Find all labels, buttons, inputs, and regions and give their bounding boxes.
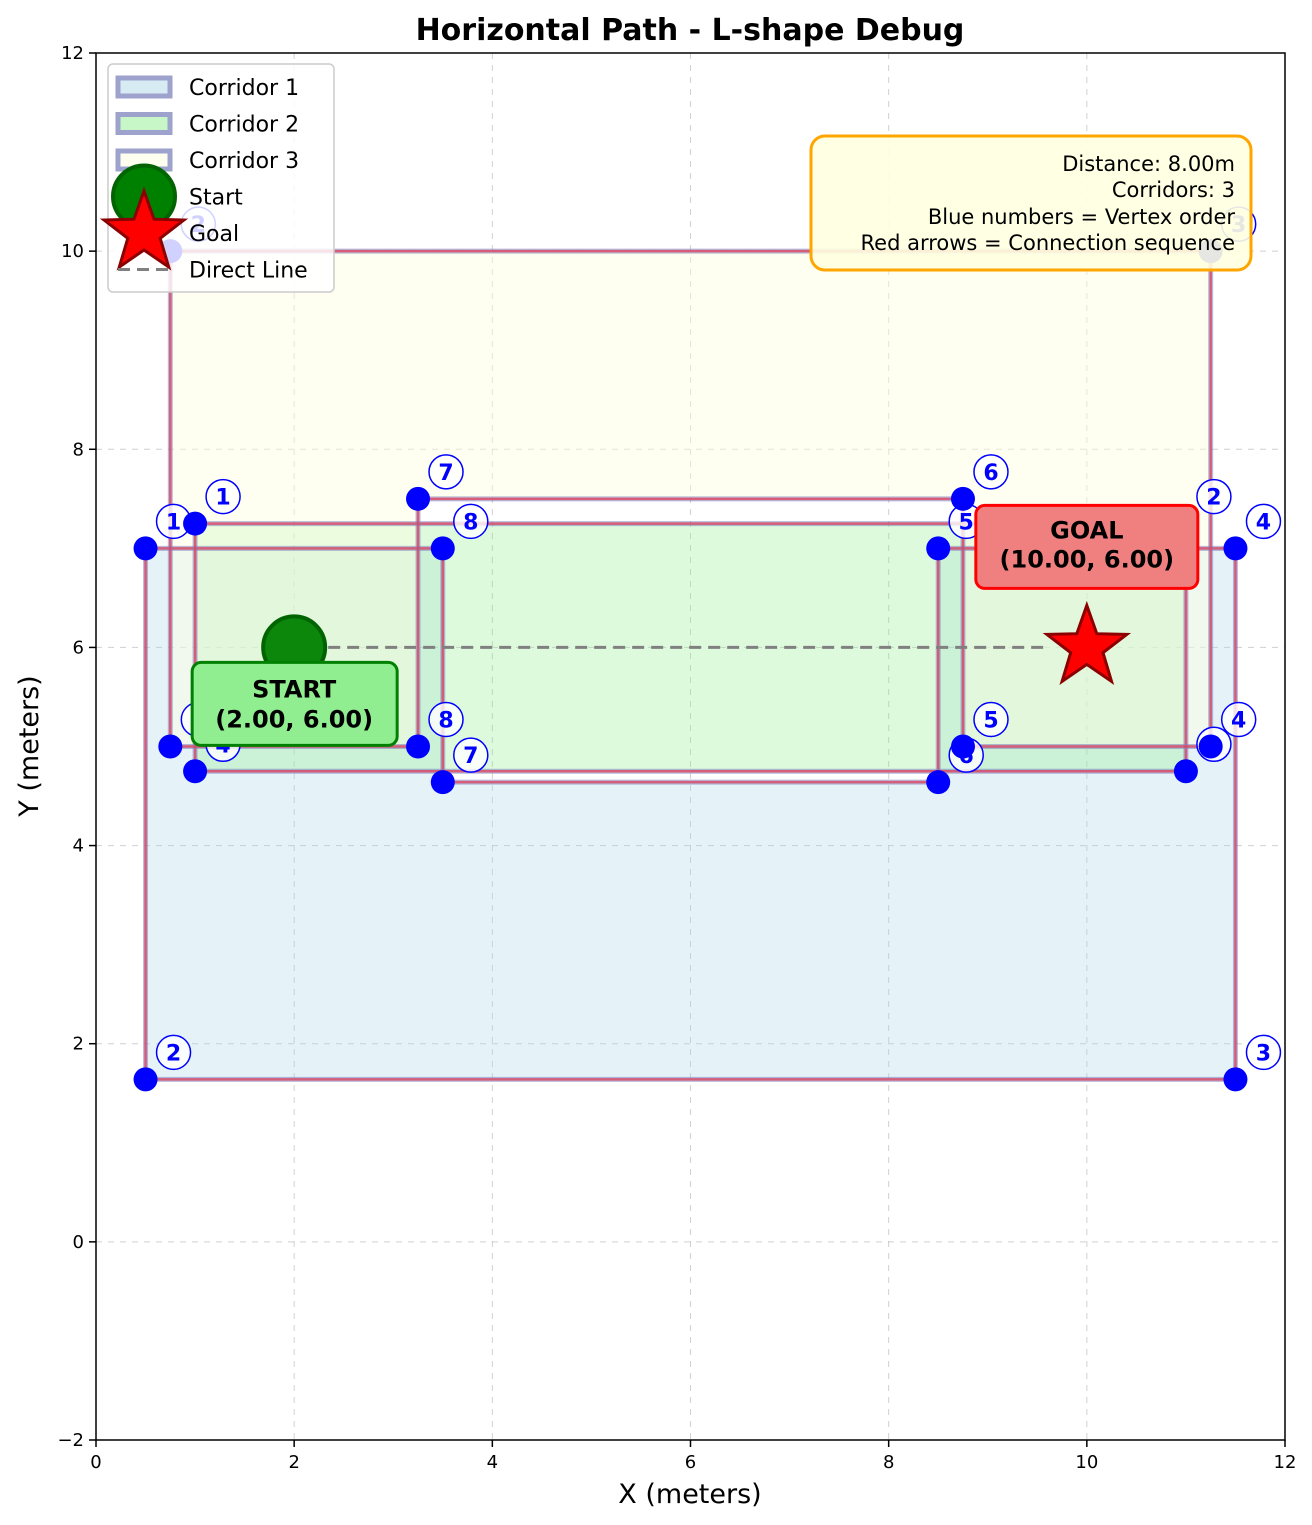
goal-box-rect	[974, 503, 1200, 590]
vertex-label-badge	[1245, 1034, 1282, 1071]
x-axis-label: X (meters)	[618, 1479, 761, 1510]
vertex-order-label: 8	[438, 709, 453, 734]
connection-edges	[141, 247, 1240, 1084]
vertex-dot	[950, 734, 975, 759]
y-tick-label: 2	[73, 1034, 84, 1055]
info-vertex-note: Blue numbers = Vertex order	[928, 205, 1236, 229]
x-tick-label: 4	[487, 1452, 498, 1473]
vertex-dot	[926, 536, 951, 561]
vertex-order-label: 7	[438, 461, 453, 486]
start-label: START	[252, 675, 337, 703]
vertices: 12345678123423456781	[133, 206, 1282, 1092]
legend-item: Corridor 1	[115, 75, 299, 101]
x-tick-label: 8	[883, 1452, 894, 1473]
info-box: Distance: 8.00m Corridors: 3 Blue number…	[809, 134, 1253, 272]
y-tick-label: 10	[61, 241, 84, 262]
info-arrow-note: Red arrows = Connection sequence	[861, 231, 1235, 255]
vertex-label-badge	[453, 737, 489, 773]
y-tick-label: −2	[57, 1430, 84, 1451]
vertex-dot	[133, 536, 158, 561]
vertex-order-label: 2	[1206, 486, 1221, 511]
vertex-order-label: 3	[1256, 1041, 1271, 1066]
goal-star-marker	[1042, 600, 1132, 686]
vertex-order-label: 5	[959, 510, 974, 535]
legend-label: Corridor 3	[189, 149, 299, 174]
vertex-order-label: 4	[1256, 510, 1271, 535]
vertex-dot	[1173, 759, 1198, 784]
x-tick-label: 6	[685, 1452, 696, 1473]
info-box-frame	[809, 134, 1253, 272]
x-tick-label: 0	[90, 1452, 101, 1473]
vertex-order-label: 6	[983, 461, 998, 486]
vertex-label-badge	[205, 478, 241, 515]
vertex-order-label: 4	[1231, 709, 1246, 734]
y-tick-label: 8	[73, 439, 84, 460]
legend-label: Corridor 1	[189, 76, 299, 101]
y-tick-label: 4	[73, 836, 84, 857]
y-tick-label: 0	[73, 1232, 84, 1253]
vertex-label-badge	[1220, 701, 1257, 738]
start-label-box: START (2.00, 6.00)	[190, 660, 399, 747]
vertex-dot	[1198, 734, 1223, 759]
legend-item: Goal	[99, 186, 239, 271]
vertex-order-label: 1	[166, 510, 181, 535]
y-tick-label: 12	[61, 43, 84, 64]
vertex-order-label: 8	[463, 510, 478, 535]
x-tick-label: 2	[288, 1452, 299, 1473]
chart-title: Horizontal Path - L-shape Debug	[416, 13, 965, 48]
legend-swatch	[115, 112, 173, 135]
info-corridors: Corridors: 3	[1112, 178, 1235, 202]
vertex-label-badge	[973, 701, 1009, 738]
legend: Corridor 1 Corridor 2 Corridor 3 StartGoalD…	[99, 63, 335, 293]
vertex-dot	[1223, 536, 1248, 561]
x-tick-label: 12	[1274, 1452, 1297, 1473]
vertex-label-badge	[1196, 478, 1232, 515]
vertex-order-label: 5	[983, 709, 998, 734]
y-axis-label: Y (meters)	[14, 675, 45, 817]
vertex-dot	[183, 759, 208, 784]
y-tick-label: 6	[73, 637, 84, 658]
vertex-label-badge	[428, 454, 464, 490]
vertex-label-badge	[973, 454, 1009, 490]
legend-label: Direct Line	[189, 259, 308, 284]
legend-label: Corridor 2	[189, 113, 299, 138]
vertex-order-label: 2	[166, 1041, 181, 1066]
legend-item: Corridor 2	[115, 112, 299, 138]
vertex-order-label: 1	[215, 486, 230, 511]
vertex-order-label: 7	[463, 744, 478, 769]
info-distance: Distance: 8.00m	[1062, 152, 1235, 176]
vertex-dot	[183, 511, 208, 536]
goal-label: GOAL	[1050, 516, 1123, 544]
vertex-dot	[1223, 1067, 1248, 1092]
start-box-rect	[190, 660, 399, 747]
legend-goal-star	[99, 186, 189, 271]
goal-coords: (10.00, 6.00)	[1000, 545, 1175, 573]
vertex-dot	[430, 536, 455, 561]
vertex-dot	[430, 770, 455, 795]
vertex-dot	[406, 734, 431, 759]
legend-label: Start	[189, 186, 243, 211]
x-tick-label: 10	[1075, 1452, 1098, 1473]
legend-swatch	[115, 75, 173, 99]
vertex-label-badge	[1245, 503, 1282, 540]
vertex-dot	[926, 770, 951, 795]
vertex-label-badge	[155, 1034, 192, 1071]
vertex-dot	[158, 734, 183, 759]
vertex-dot	[133, 1067, 158, 1092]
goal-label-box: GOAL (10.00, 6.00)	[974, 503, 1200, 590]
start-coords: (2.00, 6.00)	[215, 705, 373, 733]
vertex-dot	[950, 486, 975, 511]
vertex-label-badge	[453, 503, 489, 540]
legend-item: Direct Line	[118, 259, 308, 284]
vertex-dot	[406, 486, 431, 511]
vertex-label-badge	[428, 701, 464, 738]
legend-label: Goal	[189, 222, 239, 247]
